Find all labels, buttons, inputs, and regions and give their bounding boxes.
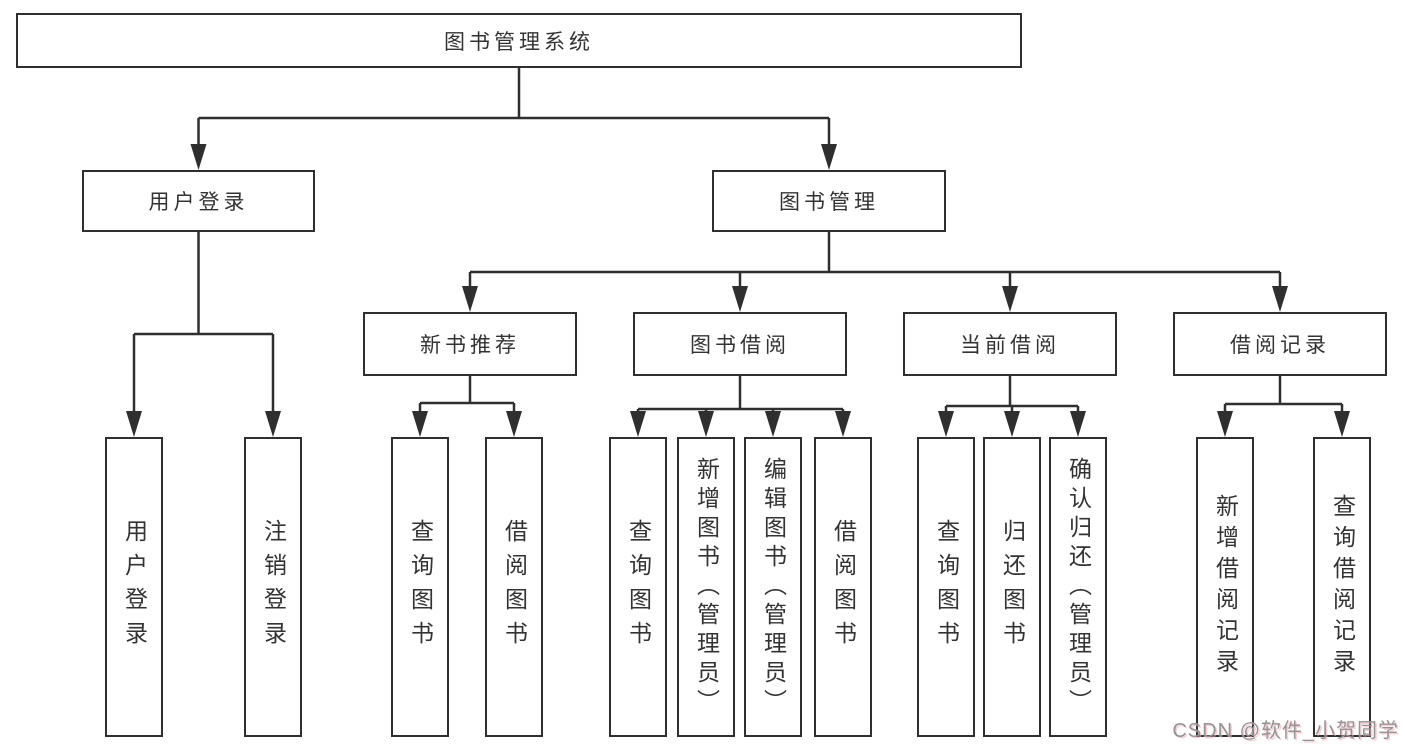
leaf-query-books: 查询图书	[391, 437, 449, 737]
leaf-query-borrow-record-label: 查询借阅记录	[1329, 494, 1356, 680]
node-new-book-recommend: 新书推荐	[363, 312, 577, 376]
leaf-query-books-label: 查询图书	[407, 519, 434, 655]
edge-current-borrow-split	[944, 376, 1080, 413]
leaf-query-borrow-record: 查询借阅记录	[1313, 437, 1371, 737]
node-current-borrowing: 当前借阅	[903, 312, 1117, 376]
tree-edges	[132, 68, 1344, 413]
leaf-return-books-label: 归还图书	[999, 519, 1026, 655]
edge-book-borrow-split	[636, 376, 845, 413]
leaf-edit-books-admin-label: 编辑图书（管理员）	[760, 456, 787, 718]
edge-borrow-record-split	[1223, 376, 1344, 413]
leaf-logout-label: 注销登录	[260, 519, 287, 655]
node-root: 图书管理系统	[16, 13, 1022, 68]
edge-root-split	[197, 68, 831, 146]
arrowhead	[938, 411, 954, 437]
arrowhead	[630, 411, 646, 437]
leaf-add-books-admin-label: 新增图书（管理员）	[693, 456, 720, 718]
arrowhead	[732, 286, 748, 312]
leaf-return-books: 归还图书	[983, 437, 1041, 737]
arrowhead	[1070, 411, 1086, 437]
node-book-management: 图书管理	[712, 170, 946, 232]
node-borrowing-records-label: 借阅记录	[1230, 334, 1330, 357]
node-book-borrowing: 图书借阅	[633, 312, 847, 376]
arrowhead	[126, 411, 142, 437]
leaf-query-books-label: 查询图书	[625, 519, 652, 655]
edge-user-login-split	[132, 232, 275, 413]
edge-book-mgmt-split	[468, 232, 1282, 288]
leaf-query-books: 查询图书	[917, 437, 975, 737]
node-user-login: 用户登录	[82, 170, 315, 232]
node-current-borrowing-label: 当前借阅	[960, 334, 1060, 357]
arrowhead	[1217, 411, 1233, 437]
leaf-add-borrow-record: 新增借阅记录	[1196, 437, 1254, 737]
node-book-management-label: 图书管理	[779, 191, 879, 214]
leaf-borrow-books: 借阅图书	[485, 437, 543, 737]
arrowhead	[698, 411, 714, 437]
leaf-add-books-admin: 新增图书（管理员）	[677, 437, 735, 737]
node-root-label: 图书管理系统	[444, 30, 594, 54]
leaf-logout: 注销登录	[244, 437, 302, 737]
node-new-book-recommend-label: 新书推荐	[420, 334, 520, 357]
arrowhead	[1002, 286, 1018, 312]
leaf-query-books: 查询图书	[609, 437, 667, 737]
arrowhead	[1004, 411, 1020, 437]
leaf-borrow-books: 借阅图书	[814, 437, 872, 737]
arrowhead	[506, 411, 522, 437]
leaf-user-login-label: 用户登录	[121, 519, 148, 655]
csdn-watermark: CSDN @软件_小贺同学	[1172, 720, 1399, 742]
arrowheads	[126, 144, 1350, 437]
leaf-confirm-return-admin-label: 确认归还（管理员）	[1065, 456, 1092, 718]
arrowhead	[821, 144, 837, 170]
leaf-edit-books-admin: 编辑图书（管理员）	[744, 437, 802, 737]
node-book-borrowing-label: 图书借阅	[690, 334, 790, 357]
arrowhead	[765, 411, 781, 437]
arrowhead	[265, 411, 281, 437]
node-borrowing-records: 借阅记录	[1173, 312, 1387, 376]
leaf-confirm-return-admin: 确认归还（管理员）	[1049, 437, 1107, 737]
edge-new-book-split	[418, 376, 516, 413]
node-user-login-label: 用户登录	[148, 191, 249, 214]
arrowhead	[412, 411, 428, 437]
arrowhead	[1334, 411, 1350, 437]
leaf-query-books-label: 查询图书	[933, 519, 960, 655]
arrowhead	[835, 411, 851, 437]
arrowhead	[190, 144, 207, 170]
leaf-borrow-books-label: 借阅图书	[830, 519, 857, 655]
leaf-borrow-books-label: 借阅图书	[501, 519, 528, 655]
leaf-add-borrow-record-label: 新增借阅记录	[1212, 494, 1239, 680]
arrowhead	[1272, 286, 1288, 312]
arrowhead	[462, 286, 478, 312]
leaf-user-login: 用户登录	[105, 437, 163, 737]
